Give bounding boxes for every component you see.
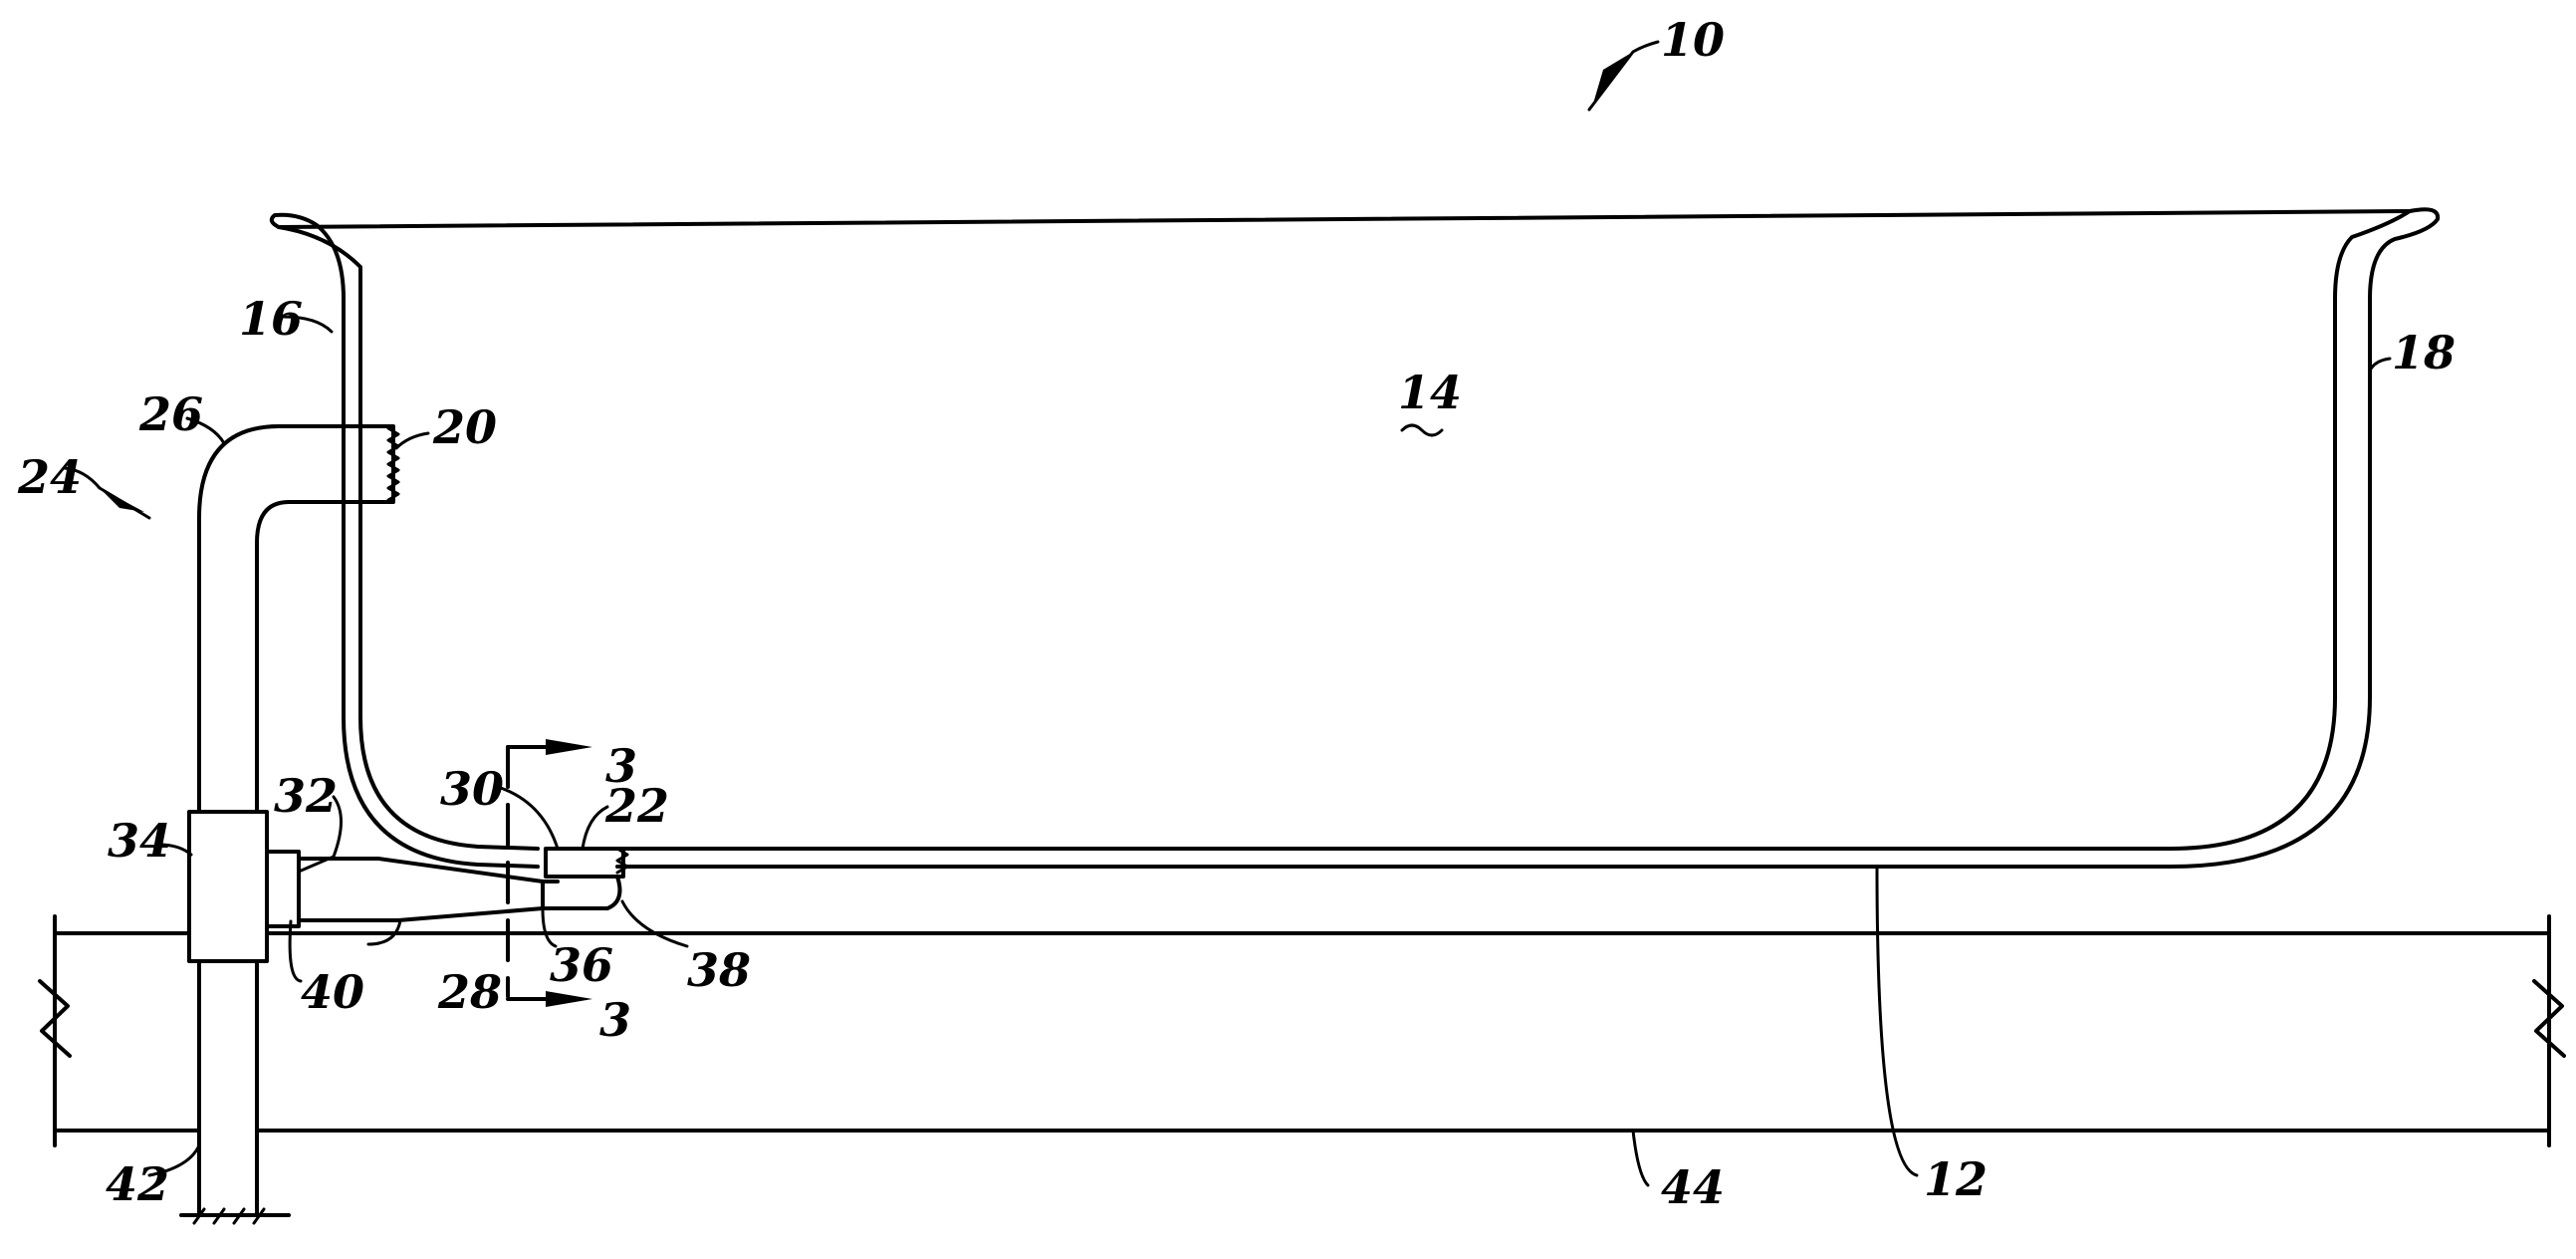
label-40: 40 <box>301 965 364 1019</box>
label-36: 36 <box>550 938 613 992</box>
overflow-outlet <box>344 426 398 502</box>
label-44: 44 <box>1661 1160 1725 1214</box>
floor <box>40 916 2564 1145</box>
drain-pipe <box>299 859 607 920</box>
label-42: 42 <box>106 1157 169 1211</box>
label-20: 20 <box>432 400 497 454</box>
label-28: 28 <box>437 965 502 1019</box>
reference-labels: 10 16 18 14 26 20 24 30 3 22 32 34 36 38… <box>17 13 2456 1214</box>
label-38: 38 <box>687 943 751 997</box>
label-24: 24 <box>17 450 82 504</box>
label-26: 26 <box>138 387 203 441</box>
label-14-tilde <box>1402 425 1442 435</box>
overflow-pipe <box>199 426 344 812</box>
label-32: 32 <box>274 769 338 823</box>
label-22: 22 <box>604 779 669 833</box>
label-10: 10 <box>1661 13 1725 67</box>
label-18: 18 <box>2392 326 2456 379</box>
drain-fitting <box>546 849 627 908</box>
tee-fitting <box>189 812 299 961</box>
bathtub <box>272 209 2438 867</box>
label-3-bottom: 3 <box>599 993 631 1047</box>
label-12: 12 <box>1924 1152 1988 1206</box>
label-34: 34 <box>108 814 171 868</box>
label-14: 14 <box>1398 366 1462 419</box>
label-30: 30 <box>440 762 504 816</box>
drain-stack <box>181 961 289 1223</box>
label-16: 16 <box>239 292 303 346</box>
